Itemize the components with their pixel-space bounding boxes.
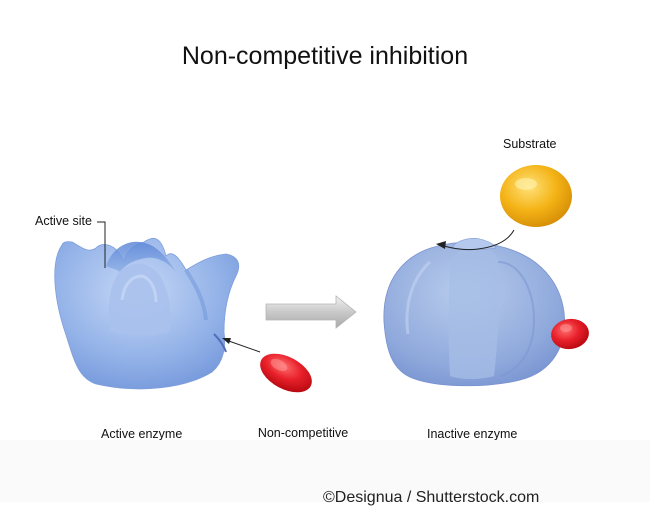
transformation-arrow <box>265 295 357 329</box>
substrate-label: Substrate <box>503 137 557 151</box>
inhibitor-shape <box>260 353 312 393</box>
substrate-shape <box>500 165 572 227</box>
inhibitor-binding-arrow <box>222 338 261 353</box>
substrate-blocked-arrow <box>436 229 515 250</box>
credit-text: ©Designua / Shutterstock.com <box>323 489 540 506</box>
active-enzyme-shape <box>54 237 240 390</box>
inactive-enzyme-label: Inactive enzyme <box>427 427 518 441</box>
footer-band <box>0 440 650 502</box>
bound-inhibitor-shape <box>551 318 589 350</box>
inhibitor-label-line1: Non-competitive <box>257 426 349 440</box>
diagram-title: Non-competitive inhibition <box>181 42 469 70</box>
active-enzyme-label: Active enzyme <box>101 427 183 441</box>
inactive-enzyme-shape <box>383 238 566 387</box>
active-site-pointer <box>97 221 106 268</box>
active-site-label: Active site <box>35 214 92 228</box>
